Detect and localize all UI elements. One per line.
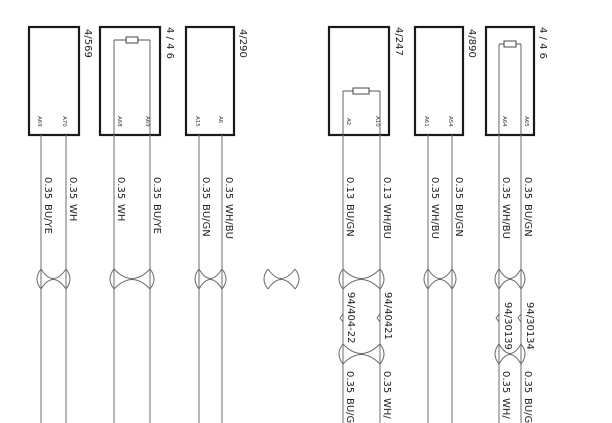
pin-label: A6 — [217, 116, 223, 124]
wire-gauge: 0.35 — [522, 371, 533, 393]
pin-label: A64 — [501, 116, 507, 127]
splice-label: 94/30139 — [502, 302, 513, 350]
wire-color: BU/YE — [42, 204, 53, 234]
twisted-pair-symbol — [423, 268, 457, 290]
wire-color: BU/GN — [522, 204, 533, 237]
component-4-247: 4/247 A2 A10 0.13 BU/GN 0.13 WH/BU 94/40… — [327, 25, 404, 423]
wire-gauge: 0.35 — [42, 177, 53, 199]
pin-label: A68 — [116, 116, 122, 127]
resistor-symbol — [125, 36, 139, 44]
component-label: 4 / 4 6 — [164, 27, 175, 59]
component-4-46-left: 4 / 4 6 A68 A69 0.35 WH 0.35 BU/YE — [98, 25, 175, 423]
resistor-symbol — [352, 87, 370, 95]
pin-label: A15 — [194, 116, 200, 127]
wire-gauge: 0.35 — [151, 177, 162, 199]
component-label: 4/290 — [237, 29, 248, 58]
wire-gauge: 0.35 — [344, 371, 355, 393]
wire-color: WH/ — [381, 398, 392, 419]
component-4-290: 4/290 A15 A6 0.35 BU/GN 0.35 WH/BU — [184, 25, 248, 423]
wire-color: BU/G — [344, 398, 355, 423]
pin-label: A69 — [144, 116, 150, 127]
wire-gauge: 0.35 — [223, 177, 234, 199]
splice-marker — [339, 313, 344, 323]
pin-label: A10 — [374, 116, 380, 127]
component-label: 4 / 4 6 — [537, 27, 548, 59]
wire-gauge: 0.13 — [344, 177, 355, 199]
wire-color: BU/GN — [200, 204, 211, 237]
splice-label: 94/30134 — [524, 302, 535, 350]
wire-color: WH — [67, 204, 78, 221]
wire-gauge: 0.35 — [500, 177, 511, 199]
twisted-pair-symbol — [338, 343, 385, 365]
wire-color: BU/G — [522, 398, 533, 423]
wire-gauge: 0.35 — [115, 177, 126, 199]
pin-label: A54 — [447, 116, 453, 127]
component-4-46-right: 4 / 4 6 A64 A65 0.35 WH/BU 0.35 BU/GN 94… — [484, 25, 548, 423]
wire-color: WH — [115, 204, 126, 221]
wire-gauge: 0.35 — [500, 371, 511, 393]
pin-label: A61 — [423, 116, 429, 127]
wire-color: BU/GN — [344, 204, 355, 237]
splice-marker — [376, 313, 381, 323]
twisted-pair-symbol — [494, 343, 526, 365]
wire-color: WH/BU — [500, 204, 511, 239]
twisted-pair-symbol — [494, 268, 526, 290]
wire-color: WH/ — [500, 398, 511, 419]
splice-label: 94/404-22 — [345, 292, 356, 344]
splice-marker — [495, 313, 500, 323]
twisted-pair-symbol — [36, 268, 71, 290]
wire-gauge: 0.35 — [429, 177, 440, 199]
pin-label: A70 — [61, 116, 67, 127]
component-label: 4/247 — [393, 27, 404, 56]
wire-color: WH/BU — [429, 204, 440, 239]
wire-color: BU/GN — [453, 204, 464, 237]
twisted-pair-symbol — [338, 268, 385, 290]
wire-gauge: 0.35 — [522, 177, 533, 199]
component-4-890: 4/890 A61 A54 0.35 WH/BU 0.35 BU/GN — [413, 25, 477, 423]
wire-gauge: 0.13 — [381, 177, 392, 199]
wire-gauge: 0.35 — [67, 177, 78, 199]
twisted-pair-symbol — [109, 268, 155, 290]
pin-label: A69 — [36, 116, 42, 127]
connector-box — [98, 25, 162, 137]
component-4-569: 4/569 A69 A70 0.35 BU/YE 0.35 WH — [27, 25, 93, 423]
wire-color: WH/BU — [381, 204, 392, 239]
splice-marker — [517, 313, 522, 323]
pin-label: A2 — [345, 118, 351, 125]
connector-box — [184, 25, 236, 137]
component-label: 4/890 — [466, 29, 477, 58]
twisted-pair-symbol — [194, 268, 227, 290]
splice-label: 94/40421 — [382, 292, 393, 340]
connector-box — [327, 25, 391, 137]
connector-box — [413, 25, 465, 137]
wire-gauge: 0.35 — [200, 177, 211, 199]
wire-gauge: 0.35 — [453, 177, 464, 199]
wire-color: BU/YE — [151, 204, 162, 234]
pin-label: A65 — [523, 116, 529, 127]
connector-box — [484, 25, 536, 137]
connector-box — [27, 25, 81, 137]
component-label: 4/569 — [82, 29, 93, 58]
resistor-symbol — [503, 40, 517, 48]
wire-gauge: 0.35 — [381, 371, 392, 393]
wire-color: WH/BU — [223, 204, 234, 239]
twisted-pair-symbol — [263, 268, 300, 290]
